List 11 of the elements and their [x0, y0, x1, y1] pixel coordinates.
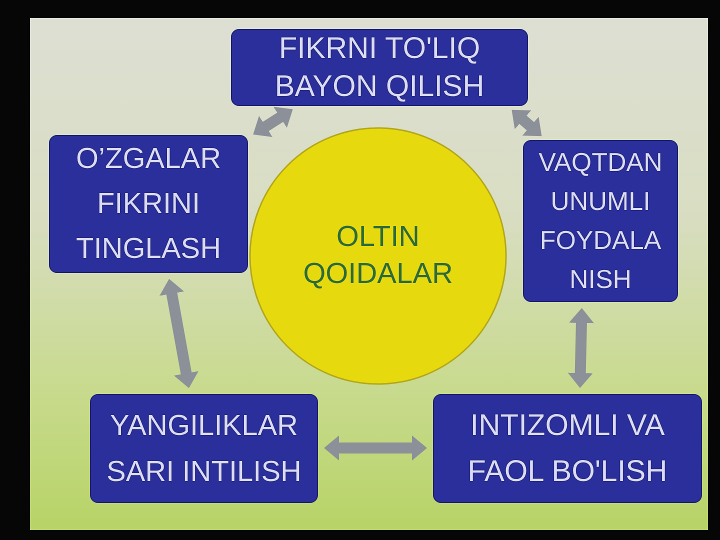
box-label: O’ZGALAR FIKRINI TINGLASH	[74, 142, 222, 266]
arrow	[159, 278, 199, 390]
box-label: FIKRNI TO'LIQ BAYON QILISH	[274, 30, 486, 104]
box-label: VAQTDAN UNUMLI FOYDALA NISH	[538, 146, 664, 296]
arrow	[324, 436, 427, 460]
box-label: YANGILIKLAR SARI INTILISH	[106, 408, 302, 490]
box-label: INTIZOMLI VA FAOL BO'LISH	[466, 408, 668, 490]
arrow	[250, 104, 296, 140]
arrow	[568, 308, 594, 388]
circle-label: OLTIN QOIDALAR	[302, 220, 454, 292]
center-circle	[249, 127, 507, 385]
